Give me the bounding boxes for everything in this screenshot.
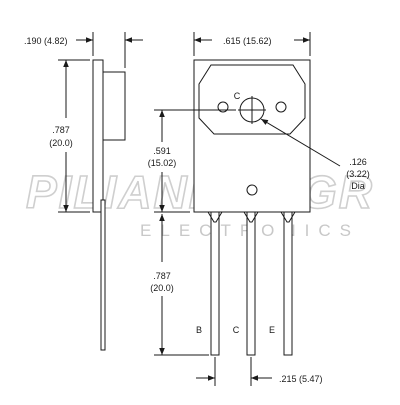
mounting-dimple-right xyxy=(275,101,287,113)
lead-emitter xyxy=(283,211,293,356)
pin-emitter-label: E xyxy=(269,325,275,335)
side-view-lead xyxy=(100,199,106,351)
side-height-dimension xyxy=(58,59,90,213)
side-view-tab xyxy=(102,71,126,141)
lead-collector xyxy=(246,211,256,356)
thickness-label: .190 (4.82) xyxy=(24,36,68,46)
hole-height-mm-label: (15.02) xyxy=(148,158,177,168)
hole-height-dimension xyxy=(154,109,236,213)
body-height-mm-label: (20.0) xyxy=(49,138,73,148)
lead-length-inch-label: .787 xyxy=(153,271,171,281)
pin-collector-label: C xyxy=(233,325,240,335)
lead-shoulder-collector xyxy=(243,211,259,223)
hole-height-inch-label: .591 xyxy=(153,146,171,156)
hole-dia-inch-label: .126 xyxy=(349,157,367,167)
side-view-body xyxy=(92,59,104,213)
leads xyxy=(207,211,296,356)
hole-dia-mm-label: (3.22) xyxy=(346,169,370,179)
thickness-dimension xyxy=(76,32,143,68)
front-view-body xyxy=(193,59,311,213)
pin-pitch-dimension xyxy=(196,357,272,386)
pin-pitch-label: .215 (5.47) xyxy=(279,374,323,384)
hole-diameter-leader xyxy=(260,118,341,167)
lead-shoulder-emitter xyxy=(280,211,296,223)
mounting-dimple-left xyxy=(217,101,229,113)
tab-collector-label: C xyxy=(234,91,241,101)
width-label: .615 (15.62) xyxy=(223,36,272,46)
front-view-tab-outline xyxy=(198,64,306,135)
body-height-inch-label: .787 xyxy=(52,125,70,135)
width-dimension xyxy=(193,32,311,56)
lead-shoulder-base xyxy=(207,211,223,223)
lead-length-mm-label: (20.0) xyxy=(150,283,174,293)
lead-base xyxy=(210,211,220,356)
watermark-tagline: ELECTRONICS xyxy=(140,221,360,240)
hole-dia-text-label: Dia xyxy=(351,181,365,191)
side-view xyxy=(92,59,126,351)
front-view xyxy=(193,59,311,213)
pin-base-label: B xyxy=(196,325,202,335)
lead-length-dimension xyxy=(154,214,209,356)
ejector-pin-mark xyxy=(246,184,258,196)
